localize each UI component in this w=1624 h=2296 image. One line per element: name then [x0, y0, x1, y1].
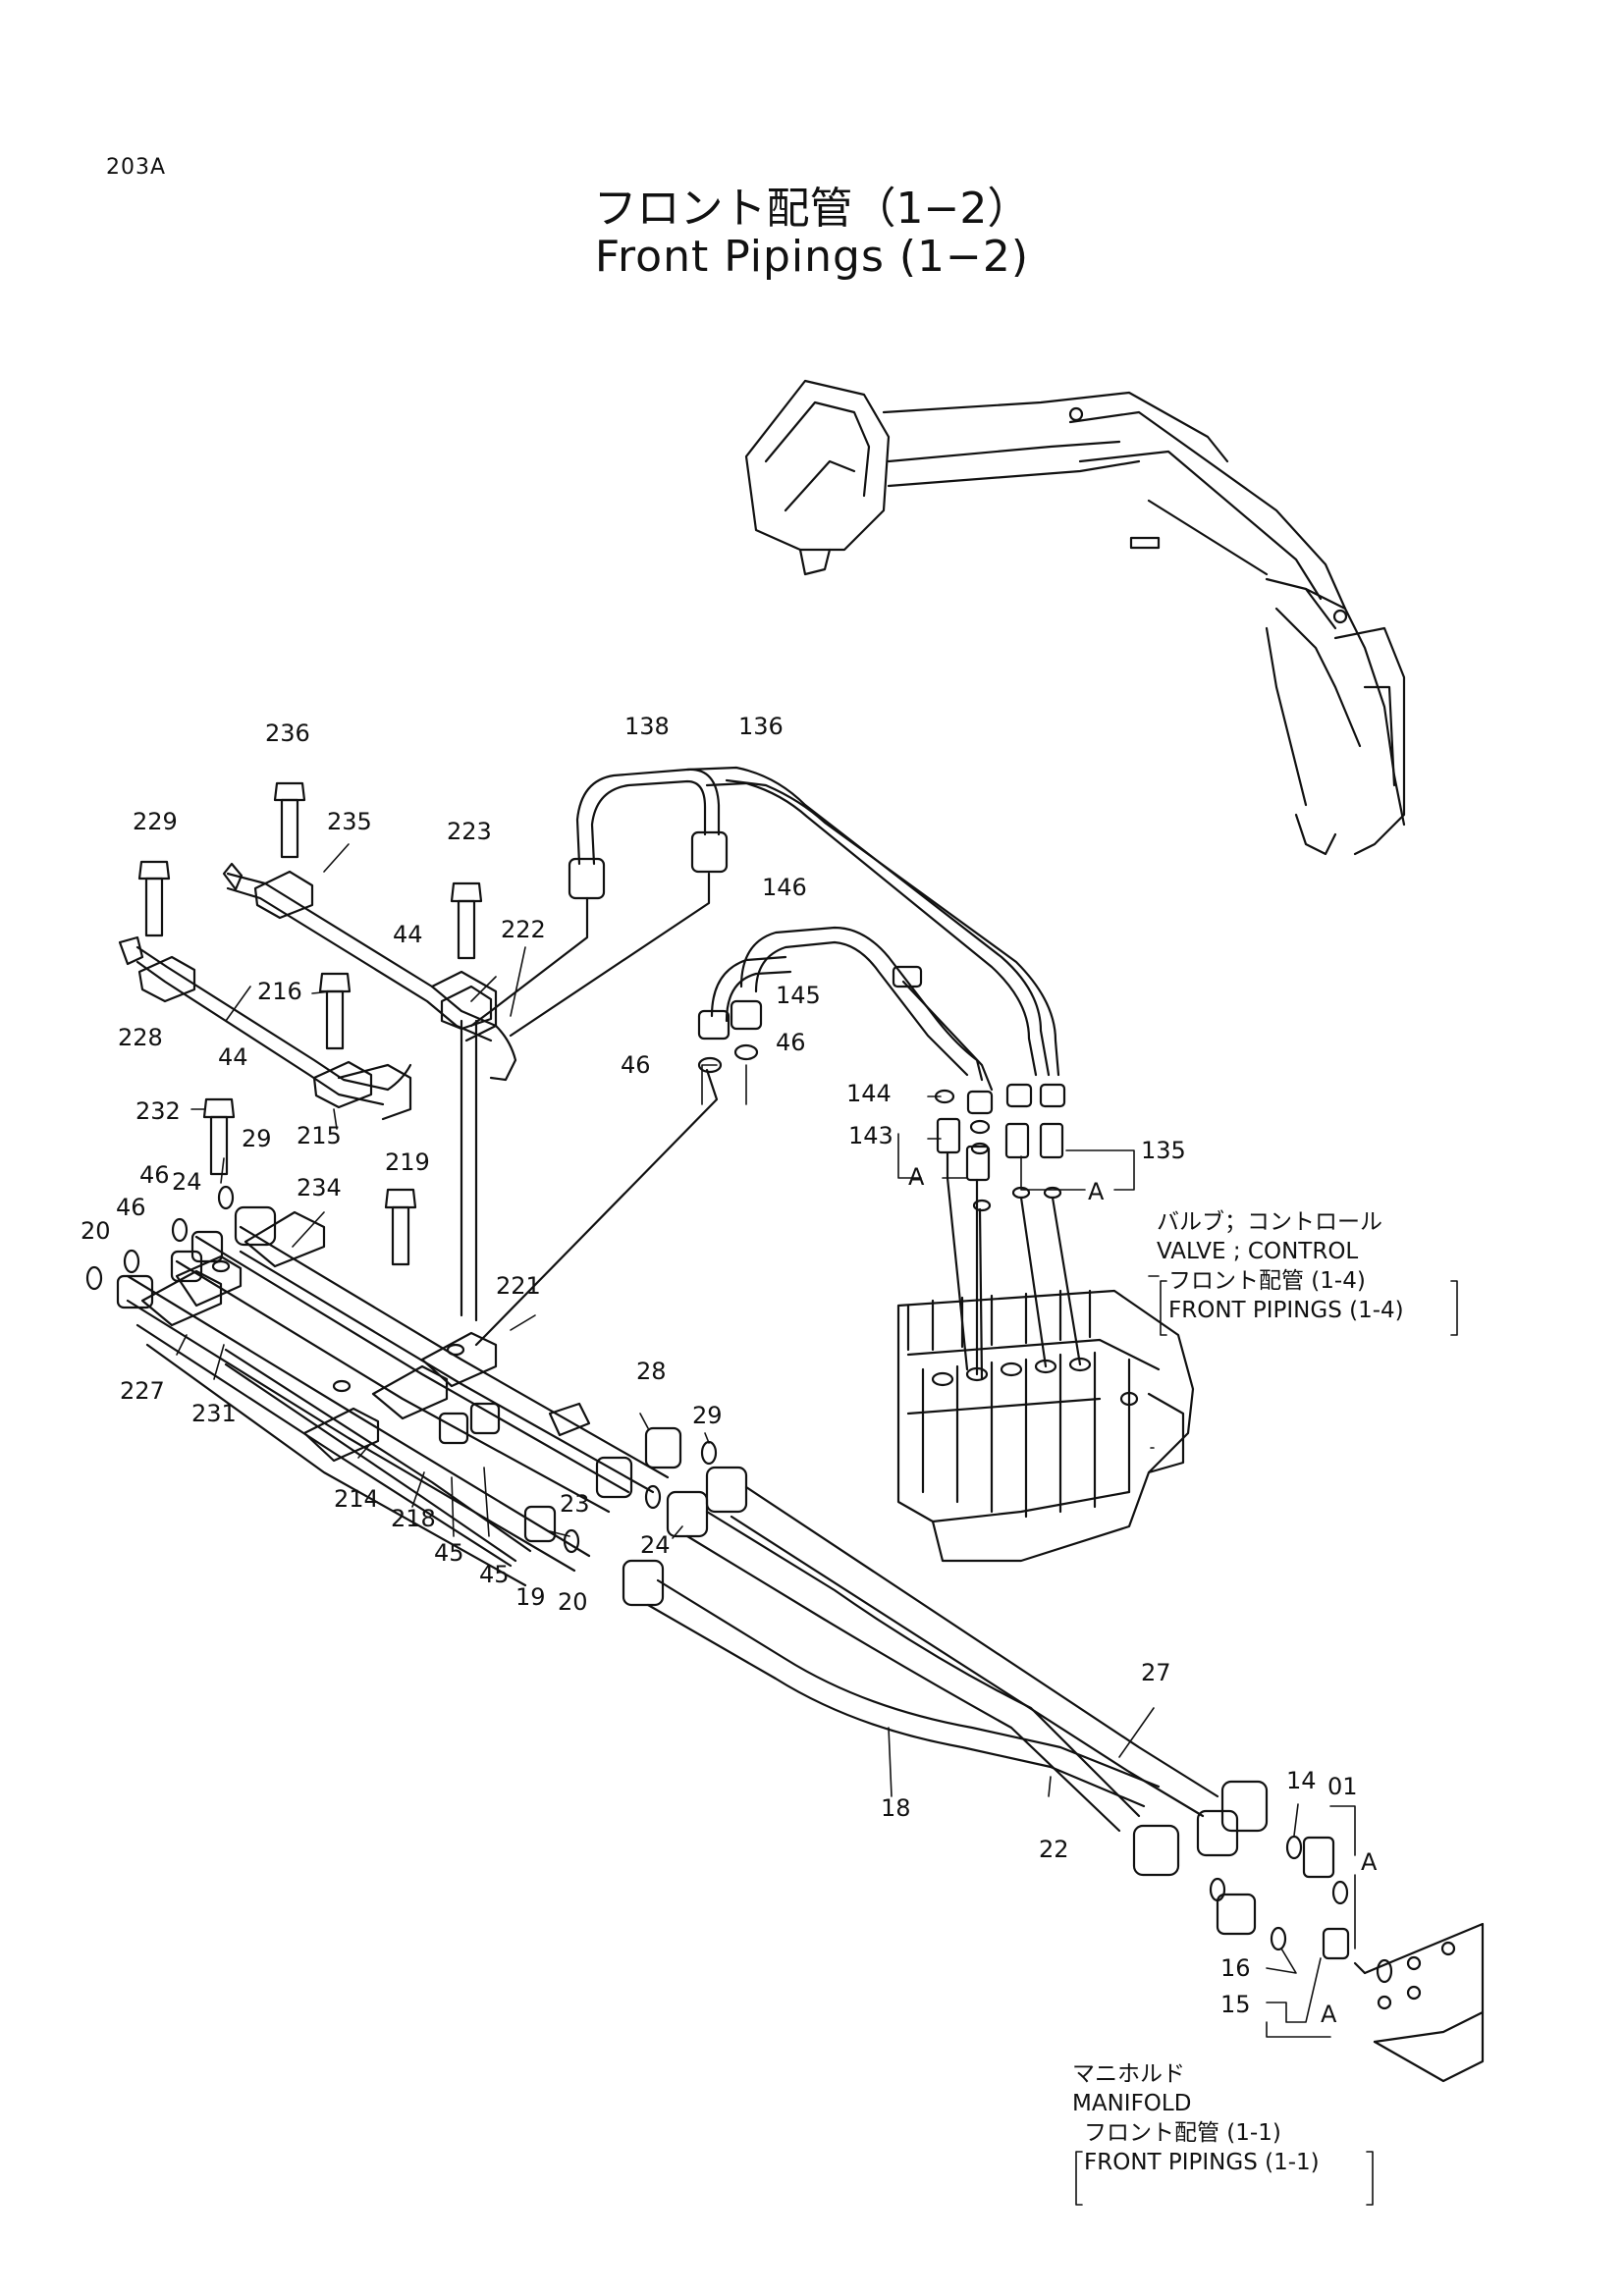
part-label: 222 [501, 916, 546, 943]
part-label: 146 [762, 874, 807, 901]
manifold-note-bracket [1075, 2151, 1374, 2206]
leader-lines [176, 843, 1356, 2038]
lower-pipes [116, 1019, 719, 1587]
part-label: 145 [776, 982, 821, 1009]
valve-note-ref-en: FRONT PIPINGS (1-4) [1168, 1298, 1404, 1323]
control-valve-illustration [896, 1289, 1195, 1563]
part-label: 01 [1327, 1773, 1358, 1800]
part-label: 144 [846, 1080, 892, 1107]
part-label: 138 [624, 713, 670, 740]
part-label: 29 [692, 1402, 723, 1429]
part-label: 228 [118, 1024, 163, 1051]
part-label: 143 [848, 1122, 893, 1149]
part-label: 44 [393, 921, 423, 948]
part-label: 223 [447, 818, 492, 845]
page-title-jp: フロント配管（1−2） [593, 184, 1031, 234]
manifold-note: マニホルド MANIFOLD フロント配管 (1-1) FRONT PIPING… [1072, 2059, 1320, 2177]
part-label: 235 [327, 808, 372, 835]
part-label: A [908, 1163, 925, 1191]
o-rings [85, 1043, 759, 1291]
manifold-note-ref-en: FRONT PIPINGS (1-1) [1084, 2150, 1320, 2175]
part-label: 22 [1039, 1836, 1069, 1863]
part-label: A [1321, 2001, 1337, 2028]
manifold-note-jp: マニホルド [1072, 2061, 1185, 2087]
manifold-note-en: MANIFOLD [1072, 2091, 1192, 2116]
part-label: 214 [334, 1485, 379, 1513]
valve-note: バルブ；コントロール VALVE ; CONTROL フロント配管 (1-4) … [1157, 1207, 1404, 1325]
part-label: 45 [479, 1561, 510, 1588]
part-label: 20 [81, 1217, 111, 1245]
valve-note-jp: バルブ；コントロール [1157, 1209, 1382, 1235]
pipe-146-145 [697, 926, 994, 1092]
part-labels: 236 235 229 223 222 44 44 216 228 215 13… [81, 713, 1378, 2028]
part-label: 218 [391, 1505, 436, 1532]
valve-note-en: VALVE ; CONTROL [1157, 1239, 1359, 1264]
front-attachment-illustration [744, 379, 1406, 856]
part-label: 221 [496, 1272, 541, 1300]
part-label: 229 [133, 808, 178, 835]
part-label: 135 [1141, 1137, 1186, 1164]
pipe-138-136 [469, 766, 1060, 1077]
part-label: 15 [1220, 1991, 1251, 2018]
pipes-44 [118, 862, 517, 1121]
part-label: 23 [560, 1490, 590, 1518]
part-label: 18 [881, 1794, 911, 1822]
manifold-illustration [1353, 1922, 1485, 2083]
part-label: A [1088, 1178, 1105, 1205]
part-label: 46 [139, 1161, 170, 1189]
part-label: 29 [242, 1125, 272, 1152]
part-label: 136 [738, 713, 784, 740]
part-label: 16 [1220, 1954, 1251, 1982]
part-label: 24 [640, 1531, 671, 1559]
valve-note-bracket [1160, 1280, 1458, 1336]
part-label: 27 [1141, 1659, 1171, 1686]
part-label: A [1361, 1848, 1378, 1876]
part-label: 234 [297, 1174, 342, 1201]
part-label: 231 [191, 1400, 237, 1427]
part-label: 24 [172, 1168, 202, 1196]
part-label: 236 [265, 720, 310, 747]
valve-fittings [934, 1083, 1082, 1381]
part-label: 20 [558, 1588, 588, 1616]
part-label: 19 [515, 1583, 546, 1611]
page-title-en: Front Pipings (1−2) [594, 232, 1030, 282]
part-label: 46 [621, 1051, 651, 1079]
part-label: 46 [776, 1029, 806, 1056]
part-label: 216 [257, 978, 302, 1005]
part-label: 219 [385, 1148, 430, 1176]
page-code: 203A [106, 155, 167, 180]
hoses-27-18-22 [622, 1466, 1393, 1984]
part-label: 232 [135, 1097, 181, 1125]
part-label: 227 [120, 1377, 165, 1405]
bolts [137, 781, 483, 1266]
part-label: 46 [116, 1194, 146, 1221]
valve-note-ref-jp: フロント配管 (1-4) [1168, 1268, 1366, 1294]
part-label: 45 [434, 1539, 464, 1567]
manifold-note-ref-jp: フロント配管 (1-1) [1084, 2120, 1281, 2146]
part-label: 28 [636, 1358, 667, 1385]
part-label: 14 [1286, 1767, 1317, 1794]
part-label: 215 [297, 1122, 342, 1149]
part-label: 44 [218, 1043, 248, 1071]
